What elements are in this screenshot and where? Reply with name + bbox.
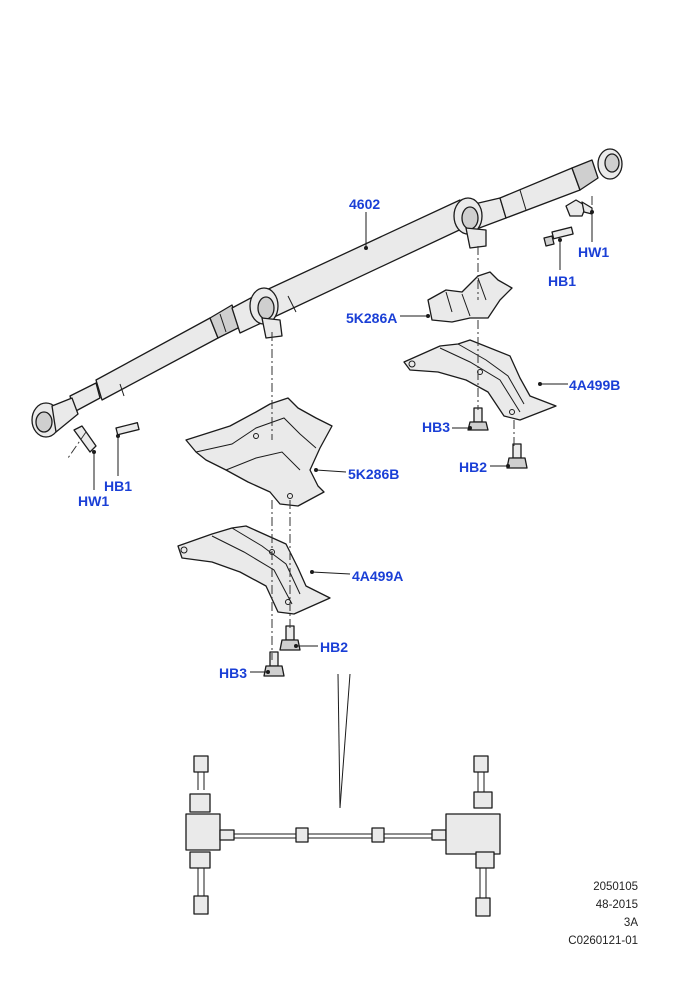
callout-hb3-right: HB3 [422, 419, 451, 435]
callout-hb1-right: HB1 [548, 273, 577, 289]
crossmember-bracket-4a499a [177, 525, 331, 615]
callout-5k286b: 5K286B [348, 466, 400, 482]
heat-shield-5k286b [185, 397, 333, 507]
callout-4a499a: 4A499A [352, 568, 404, 584]
reference-code-3: 3A [623, 917, 638, 929]
heat-shield-5k286a [427, 271, 513, 323]
callout-4602: 4602 [349, 196, 381, 212]
callout-5k286a: 5K286A [346, 310, 398, 326]
callout-hb2-right: HB2 [459, 459, 488, 475]
reference-code-2: 48-2015 [595, 899, 638, 911]
propeller-shaft [31, 148, 623, 438]
callout-hw1-left: HW1 [78, 493, 110, 509]
location-pointer [337, 673, 351, 809]
callout-hw1-right: HW1 [578, 244, 610, 260]
reference-code-4: C0260121-01 [568, 935, 638, 947]
callout-4a499b: 4A499B [569, 377, 621, 393]
crossmember-bracket-4a499b [403, 339, 557, 421]
leader-lines [92, 210, 594, 674]
reference-code-1: 2050105 [593, 881, 638, 893]
callout-hb1-left: HB1 [104, 478, 133, 494]
driveline-overview [185, 755, 501, 917]
callout-hb2-left: HB2 [320, 639, 349, 655]
callout-hb3-left: HB3 [219, 665, 248, 681]
